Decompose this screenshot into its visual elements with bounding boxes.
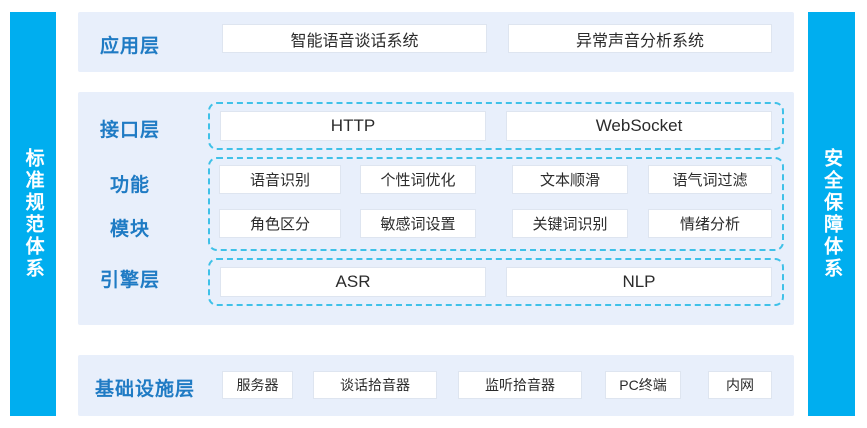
infrastructure-item-interview-microphone[interactable]: 谈话拾音器 xyxy=(313,371,437,399)
interface-layer-label: 接口层 xyxy=(100,120,161,141)
infrastructure-item-intranet[interactable]: 内网 xyxy=(708,371,772,399)
sidebar-left-label: 标准规范体系 xyxy=(22,148,44,280)
infrastructure-item-server[interactable]: 服务器 xyxy=(222,371,293,399)
engine-layer-group xyxy=(208,258,784,306)
infrastructure-item-monitoring-microphone[interactable]: 监听拾音器 xyxy=(458,371,582,399)
application-item-intelligent-voice-interview-system[interactable]: 智能语音谈话系统 xyxy=(222,24,487,53)
sidebar-security-guarantee-system: 安全保障体系 xyxy=(808,12,855,416)
function-item-role-separation[interactable]: 角色区分 xyxy=(219,209,341,238)
interface-layer-group xyxy=(208,102,784,150)
function-item-keyword-recognition[interactable]: 关键词识别 xyxy=(512,209,628,238)
function-item-speech-recognition[interactable]: 语音识别 xyxy=(219,165,341,194)
sidebar-right-label: 安全保障体系 xyxy=(821,148,843,280)
function-item-personalized-word-optimization[interactable]: 个性词优化 xyxy=(360,165,476,194)
application-item-abnormal-sound-analysis-system[interactable]: 异常声音分析系统 xyxy=(508,24,772,53)
sidebar-standard-specification-system: 标准规范体系 xyxy=(10,12,56,416)
application-layer-label: 应用层 xyxy=(100,36,161,57)
interface-item-http[interactable]: HTTP xyxy=(220,111,486,141)
infrastructure-layer-label: 基础设施层 xyxy=(95,379,196,400)
engine-item-asr[interactable]: ASR xyxy=(220,267,486,297)
infrastructure-item-pc-terminal[interactable]: PC终端 xyxy=(605,371,681,399)
function-item-sensitive-word-setting[interactable]: 敏感词设置 xyxy=(360,209,476,238)
function-item-text-smoothing[interactable]: 文本顺滑 xyxy=(512,165,628,194)
engine-item-nlp[interactable]: NLP xyxy=(506,267,772,297)
function-module-label-line2: 模块 xyxy=(110,219,151,240)
function-module-group xyxy=(208,157,784,251)
function-item-emotion-analysis[interactable]: 情绪分析 xyxy=(648,209,772,238)
engine-layer-label: 引擎层 xyxy=(100,270,161,291)
interface-item-websocket[interactable]: WebSocket xyxy=(506,111,772,141)
function-item-modal-particle-filtering[interactable]: 语气词过滤 xyxy=(648,165,772,194)
function-module-label-line1: 功能 xyxy=(110,175,151,196)
